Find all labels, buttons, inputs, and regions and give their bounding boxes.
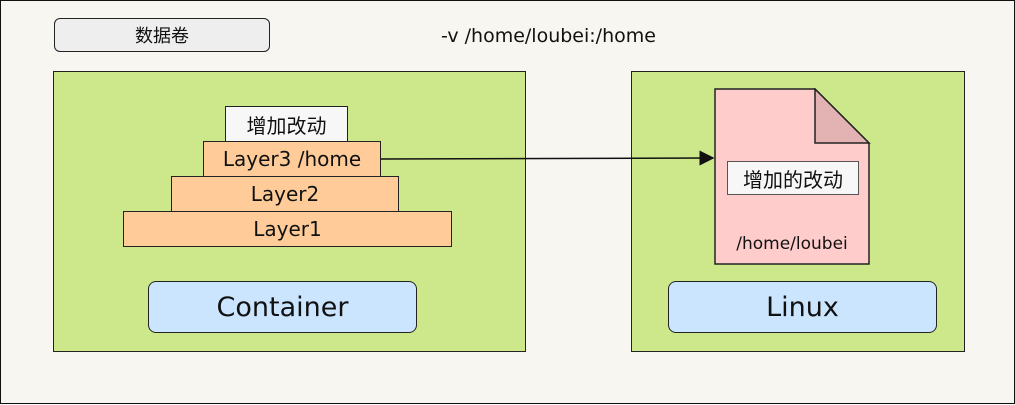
layer-1: Layer1 [123, 211, 452, 247]
volume-tag: 数据卷 [54, 18, 270, 52]
layer-3: Layer3 /home [203, 141, 381, 177]
host-change-box: 增加的改动 [727, 161, 859, 195]
host-path-label: /home/loubei [736, 234, 848, 254]
mount-command: -v /home/loubei:/home [441, 25, 656, 47]
layer-2: Layer2 [171, 176, 399, 212]
host-label: Linux [668, 281, 937, 333]
container-label: Container [148, 281, 417, 333]
